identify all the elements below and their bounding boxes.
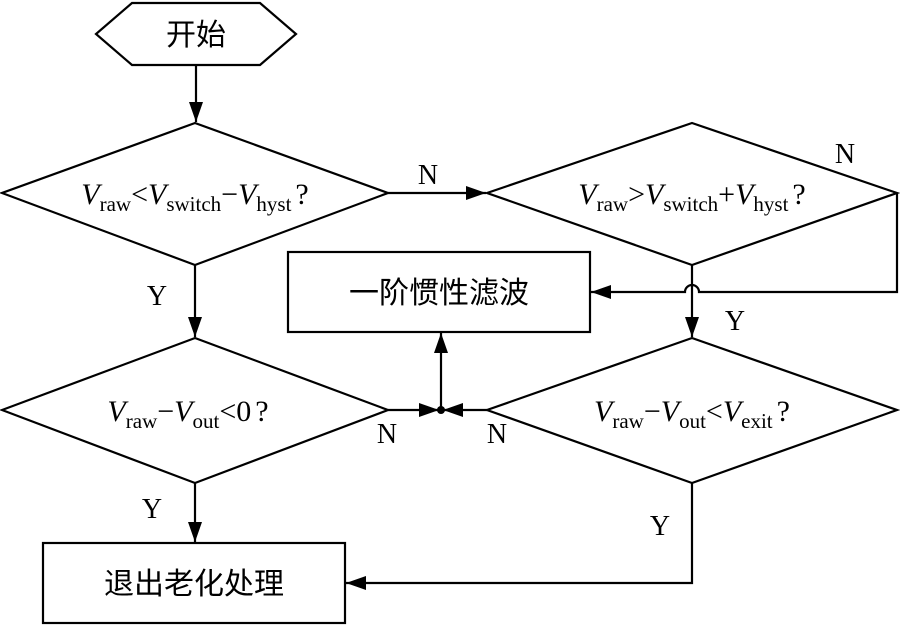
condition-text-part: ? <box>792 178 805 211</box>
condition-text-part: − <box>644 395 661 428</box>
start-label: 开始 <box>166 18 226 53</box>
condition-text-part: V <box>238 178 260 211</box>
condition-text-part: V <box>81 178 103 211</box>
condition-1-label: Vraw<Vswitch−Vhyst? <box>81 178 308 216</box>
condition-text-part: − <box>157 395 174 428</box>
condition-text-part: ? <box>295 178 308 211</box>
condition-text-part: V <box>578 178 600 211</box>
condition-text-part: V <box>148 178 170 211</box>
condition-text-part: ? <box>777 395 790 428</box>
edge-label-no: N <box>377 419 397 450</box>
edge-label-yes: Y <box>725 306 745 337</box>
edge-label-no: N <box>487 419 507 450</box>
filter-label: 一阶惯性滤波 <box>349 276 529 311</box>
junction-dot <box>437 406 445 414</box>
edge-label-no: N <box>418 160 438 191</box>
condition-text-part: exit <box>741 409 773 433</box>
condition-text-part: V <box>735 178 757 211</box>
condition-text-part: out <box>679 409 706 433</box>
condition-text-part: V <box>107 395 129 428</box>
edge-label-yes: Y <box>147 281 167 312</box>
start-node <box>94 1 298 67</box>
edge-cond4-exit <box>346 483 694 590</box>
edge-label-no: N <box>835 139 855 170</box>
condition-text-part: > <box>628 178 645 211</box>
condition-text-part: < <box>131 178 148 211</box>
condition-3-label: Vraw−Vout<0? <box>107 395 268 433</box>
condition-2-label: Vraw>Vswitch+Vhyst? <box>578 178 805 216</box>
condition-text-part: out <box>192 409 219 433</box>
filter-box <box>286 250 592 334</box>
condition-text-part: raw <box>597 192 629 216</box>
condition-text-part: switch <box>663 192 718 216</box>
exit-box <box>41 541 347 625</box>
condition-text-part: − <box>221 178 238 211</box>
condition-text-part: hyst <box>256 192 291 216</box>
condition-text-part: raw <box>612 409 644 433</box>
edge-label-yes: Y <box>650 511 670 542</box>
condition-text-part: <0 <box>219 395 251 428</box>
condition-text-part: raw <box>126 409 158 433</box>
condition-text-part: ? <box>255 395 268 428</box>
condition-text-part: V <box>645 178 667 211</box>
condition-text-part: < <box>706 395 723 428</box>
condition-text-part: + <box>718 178 735 211</box>
condition-text-part: V <box>661 395 683 428</box>
condition-text-part: V <box>723 395 745 428</box>
condition-4-label: Vraw−Vout<Vexit? <box>594 395 790 433</box>
condition-text-part: switch <box>166 192 221 216</box>
condition-text-part: V <box>594 395 616 428</box>
condition-text-part: hyst <box>753 192 788 216</box>
condition-text-part: raw <box>100 192 132 216</box>
condition-text-part: V <box>174 395 196 428</box>
edge-label-yes: Y <box>142 494 162 525</box>
exit-label: 退出老化处理 <box>104 567 284 602</box>
